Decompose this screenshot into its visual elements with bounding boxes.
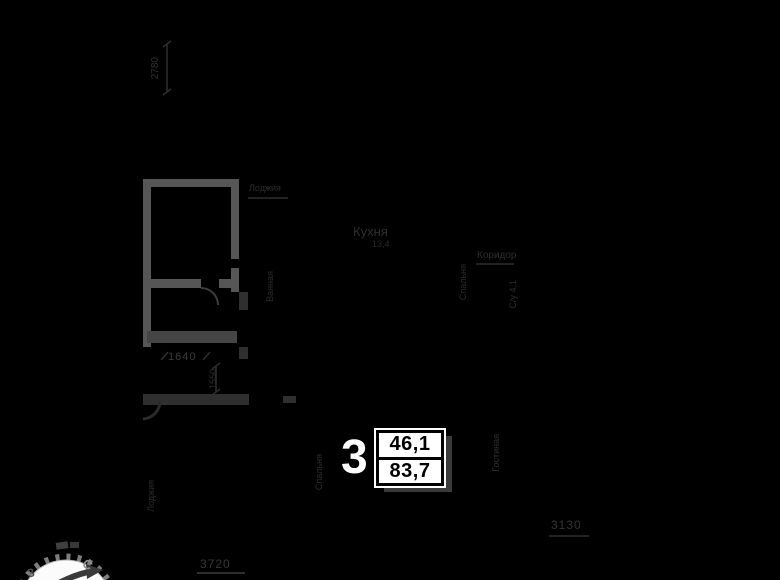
dimension-label-right: 3130	[551, 518, 582, 532]
total-area-value: 83,7	[389, 459, 431, 482]
room-label-kitchen: Кухня	[353, 224, 388, 239]
compass-top-mark	[55, 541, 69, 550]
door-arc-inner	[200, 287, 219, 306]
room-label-text: Лоджия	[145, 480, 156, 512]
room-label-text: С/у 4,1	[507, 279, 518, 309]
dimension-lines	[160, 40, 589, 574]
room-label-loggia-top: Лоджия	[249, 183, 281, 193]
dimension-text: 2780	[150, 56, 161, 80]
room-label-bath: Ванная	[262, 266, 278, 306]
living-area-value: 46,1	[379, 433, 441, 460]
room-label-text: Ванная	[264, 270, 275, 302]
room-label-text: Гостиная	[490, 434, 501, 472]
compass-top-mark-2	[70, 542, 79, 548]
dimension-label-1640: 1640	[168, 351, 197, 363]
dimension-label-bottom: 3720	[200, 557, 231, 571]
lower-room-wall	[147, 331, 237, 343]
room-label-text: Спальня	[458, 263, 468, 301]
highlight-room-walls	[143, 179, 239, 347]
room-label-living: Гостиная	[488, 431, 504, 475]
dimension-label-top-left: 2780	[148, 42, 164, 94]
door-arc-entry	[142, 400, 162, 421]
room-label-loggia-bottom: Лоджия	[142, 476, 160, 516]
dimension-label-vertical: 1550	[206, 362, 220, 396]
room-label-text: Спальня	[314, 453, 324, 491]
compass-needle-arrowhead	[86, 564, 103, 579]
dimension-text: 1550	[207, 368, 218, 390]
dim-walls	[143, 292, 296, 405]
room-area-kitchen: 13,4	[372, 239, 390, 249]
compass-rose	[20, 541, 112, 580]
compass-needle	[58, 569, 89, 580]
area-box: 46,1 83,7	[374, 428, 446, 488]
room-label-wc: С/у 4,1	[504, 278, 522, 310]
room-label-bedroom-1: Спальня	[455, 262, 472, 302]
room-count: 3	[341, 431, 368, 484]
room-label-hall: Коридор	[477, 250, 517, 261]
room-label-bedroom-2: Спальня	[311, 453, 328, 491]
